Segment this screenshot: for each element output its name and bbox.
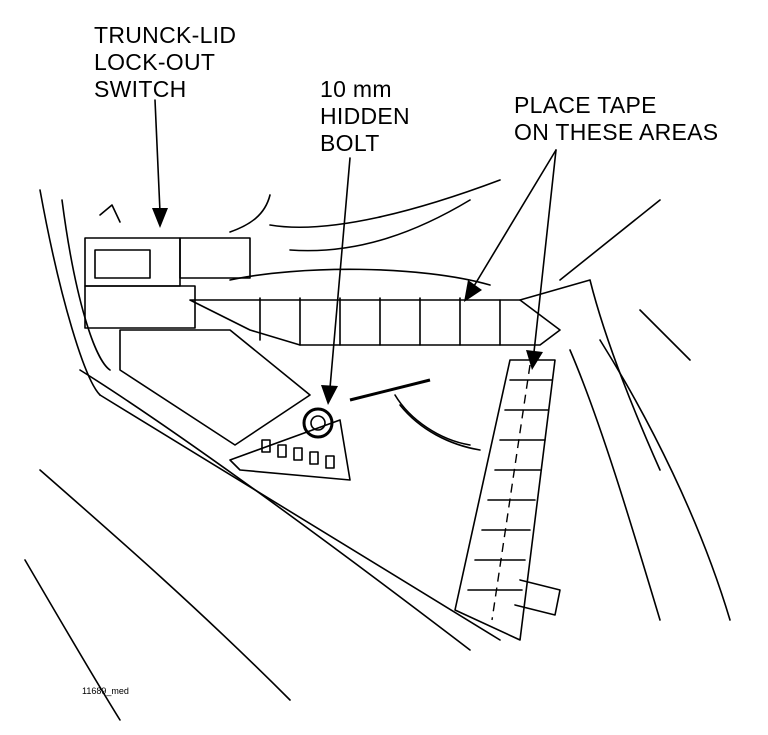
right-pillar-lower	[519, 279, 661, 471]
vertical-tape-strip	[454, 359, 561, 641]
switch-callout-line-3: SWITCH	[94, 76, 187, 102]
bolt-callout-line-1: 10 mm	[320, 76, 392, 102]
tape-leader-arrow-1	[464, 149, 557, 302]
body-panel-left-edge	[39, 189, 101, 396]
tape-callout-line-1: PLACE TAPE	[514, 92, 657, 118]
bolt-callout-line-2: HIDDEN	[320, 103, 410, 129]
right-panel-arc	[639, 309, 691, 361]
tray-panel	[119, 329, 311, 446]
tape-callout: PLACE TAPE ON THESE AREAS	[514, 92, 718, 146]
upper-panel-line	[289, 199, 471, 252]
quarter-panel-curve	[24, 559, 121, 721]
quarter-panel-outline-lower	[39, 469, 291, 701]
switch-callout: TRUNCK-LID LOCK-OUT SWITCH	[94, 22, 236, 103]
right-panel-curve-2	[599, 339, 731, 621]
bolt-callout-line-3: BOLT	[320, 130, 380, 156]
right-pillar	[559, 199, 661, 281]
quarter-panel-outline	[79, 369, 471, 651]
lock-out-switch	[84, 194, 271, 329]
bolt-callout: 10 mm HIDDEN BOLT	[320, 76, 410, 157]
upper-panel-line-2	[269, 179, 501, 228]
bolt-leader-arrow	[321, 157, 351, 405]
switch-callout-line-1: TRUNCK-LID	[94, 22, 237, 48]
tape-leader-arrow-2	[526, 149, 557, 370]
switch-leader-arrow	[152, 99, 168, 228]
figure-id: 11689_med	[82, 686, 129, 696]
tape-callout-line-2: ON THESE AREAS	[514, 119, 719, 145]
body-panel-left-edge-inner	[61, 199, 111, 371]
switch-callout-line-2: LOCK-OUT	[94, 49, 216, 75]
right-panel-curve	[569, 349, 661, 621]
bolt-area	[229, 378, 481, 481]
trunk-floor-line	[99, 394, 501, 641]
horizontal-tape-strip	[189, 268, 561, 346]
